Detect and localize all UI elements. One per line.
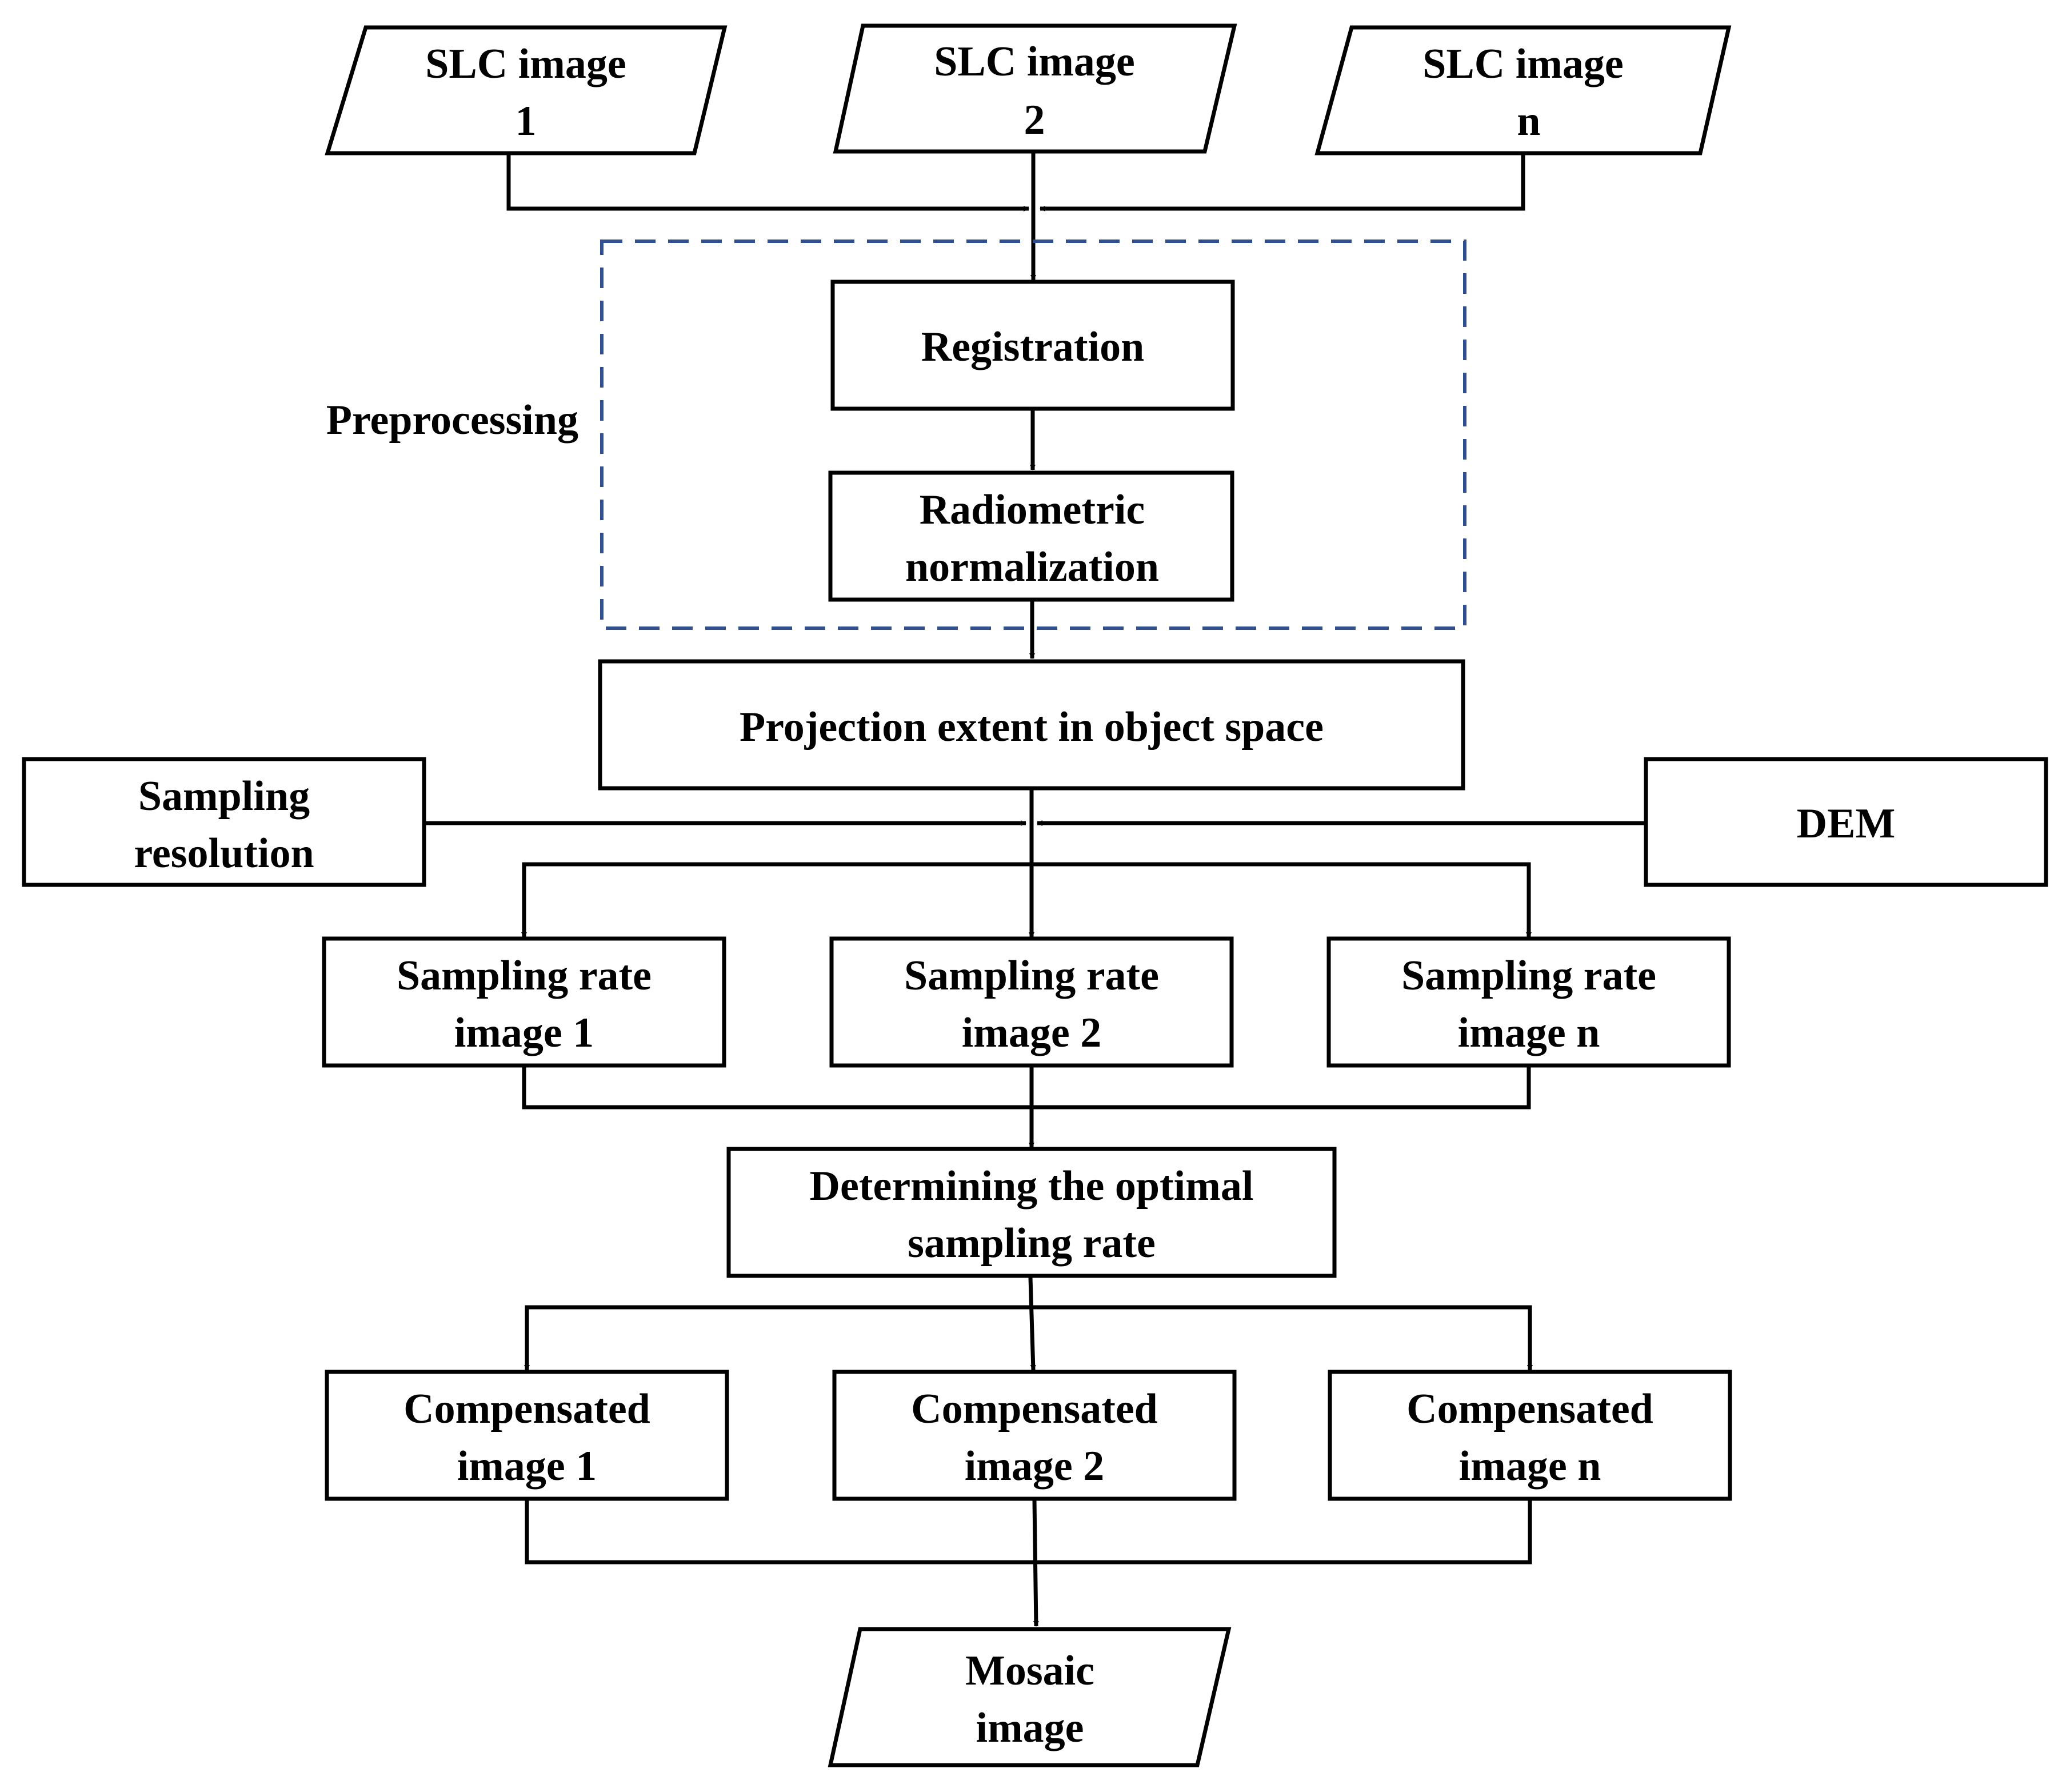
optimal-line2: sampling rate <box>908 1220 1156 1267</box>
input-slc-image-1: SLC image 1 <box>325 25 728 155</box>
mosaic-line1: Mosaic <box>965 1647 1094 1694</box>
compensated-2-line2: image 2 <box>965 1443 1105 1490</box>
compensated-n-line2: image n <box>1459 1443 1601 1490</box>
input-slc-image-n: SLC image n <box>1314 25 1732 155</box>
preprocessing-group: Preprocessing Registration Radiometric n… <box>326 240 1466 630</box>
input-slc-image-2-line1: SLC image <box>934 38 1135 85</box>
sampling-rate-n-line2: image n <box>1458 1009 1600 1056</box>
sampling-rate-1-line1: Sampling rate <box>397 952 652 999</box>
dem-label: DEM <box>1797 800 1896 847</box>
projection-extent-label: Projection extent in object space <box>740 704 1324 751</box>
mosaic-line2: image <box>976 1705 1084 1751</box>
sampling-resolution-line2: resolution <box>134 830 314 877</box>
projection-extent-box: Projection extent in object space <box>598 659 1465 791</box>
compensated-merge-connectors <box>525 1500 1532 1627</box>
input-connectors <box>506 153 1525 281</box>
connector-rates-merge <box>522 1067 1531 1109</box>
compensated-n-line1: Compensated <box>1406 1386 1653 1432</box>
radiometric-line2: normalization <box>905 544 1159 590</box>
connector-to-rate-1 <box>521 862 1032 938</box>
connector-to-comp-1 <box>524 1305 1032 1371</box>
compensated-1-line1: Compensated <box>403 1386 650 1432</box>
compensated-image-1-box: Compensated image 1 <box>325 1370 729 1501</box>
compensated-image-n-box: Compensated image n <box>1328 1370 1732 1501</box>
sampling-rate-merge-connectors <box>522 1067 1531 1148</box>
input-slc-image-n-line1: SLC image <box>1422 41 1624 87</box>
input-slc-image-n-line2: n <box>1517 98 1540 145</box>
preprocessing-border <box>600 240 1466 630</box>
connector-to-mosaic <box>1032 1500 1039 1627</box>
connector-to-rate-n <box>1032 862 1532 938</box>
sampling-resolution-box: Sampling resolution <box>22 757 426 887</box>
preprocessing-label: Preprocessing <box>326 397 578 444</box>
registration-box: Registration <box>830 280 1235 411</box>
sampling-rate-image-2-box: Sampling rate image 2 <box>829 936 1234 1068</box>
input-slc-image-1-line1: SLC image <box>425 41 626 87</box>
connector-slc-n-arrow <box>1040 154 1525 211</box>
optimal-line1: Determining the optimal <box>810 1163 1254 1210</box>
sampling-rate-1-line2: image 1 <box>454 1009 594 1056</box>
projection-connectors <box>426 790 1645 938</box>
optimal-connectors <box>524 1277 1533 1371</box>
sampling-rate-image-n-box: Sampling rate image n <box>1326 936 1731 1068</box>
registration-label: Registration <box>921 324 1145 370</box>
radiometric-normalization-box: Radiometric normalization <box>828 470 1234 602</box>
connector-optimal-to-comp-2 <box>1028 1277 1036 1371</box>
sampling-rate-2-line2: image 2 <box>962 1009 1102 1056</box>
sampling-rate-2-line1: Sampling rate <box>904 952 1159 999</box>
radiometric-line1: Radiometric <box>920 486 1145 533</box>
connector-to-comp-n <box>1032 1305 1533 1371</box>
input-slc-image-1-line2: 1 <box>515 98 537 145</box>
dem-box: DEM <box>1644 757 2048 887</box>
sampling-resolution-line1: Sampling <box>138 773 310 820</box>
connector-slc-1-arrow <box>506 154 1029 211</box>
compensated-1-line2: image 1 <box>457 1443 597 1490</box>
input-slc-image-2-line2: 2 <box>1024 97 1045 143</box>
optimal-sampling-rate-box: Determining the optimal sampling rate <box>726 1147 1337 1278</box>
compensated-2-line1: Compensated <box>911 1386 1158 1432</box>
sampling-rate-n-line1: Sampling rate <box>1401 952 1656 999</box>
connector-compensated-merge <box>525 1500 1532 1564</box>
output-mosaic-image: Mosaic image <box>828 1627 1232 1767</box>
sampling-rate-image-1-box: Sampling rate image 1 <box>322 936 726 1068</box>
input-slc-image-2: SLC image 2 <box>833 23 1237 154</box>
compensated-image-2-box: Compensated image 2 <box>832 1370 1237 1501</box>
